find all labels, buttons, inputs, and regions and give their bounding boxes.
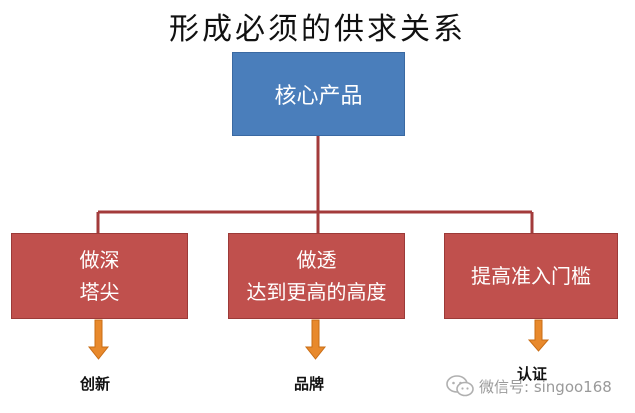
- wechat-icon: [446, 375, 474, 397]
- branch-1-line-2: 塔尖: [79, 280, 120, 304]
- branch-box-innovation: 做深 塔尖: [11, 233, 188, 319]
- branch-box-brand: 做透 达到更高的高度: [228, 233, 405, 319]
- branch-3-line-1: 提高准入门槛: [471, 264, 591, 288]
- branch-2-line-2: 达到更高的高度: [246, 280, 387, 304]
- result-label-brand: 品牌: [294, 375, 325, 393]
- result-label-innovation: 创新: [80, 375, 111, 393]
- result-label-certification: 认证: [517, 365, 548, 383]
- arrow-down-1: [87, 319, 110, 360]
- diagram-title: 形成必须的供求关系: [169, 12, 466, 47]
- arrow-down-3: [527, 319, 550, 352]
- branch-1-line-1: 做深: [79, 248, 120, 272]
- branch-2-line-1: 做透: [296, 248, 337, 272]
- wechat-watermark: 微信号: singoo168: [446, 375, 612, 397]
- core-product-box: 核心产品: [232, 52, 405, 136]
- arrow-down-2: [304, 319, 327, 360]
- watermark-text: 微信号: singoo168: [479, 377, 612, 396]
- core-product-label: 核心产品: [274, 84, 363, 109]
- branch-box-certification: 提高准入门槛: [444, 233, 618, 319]
